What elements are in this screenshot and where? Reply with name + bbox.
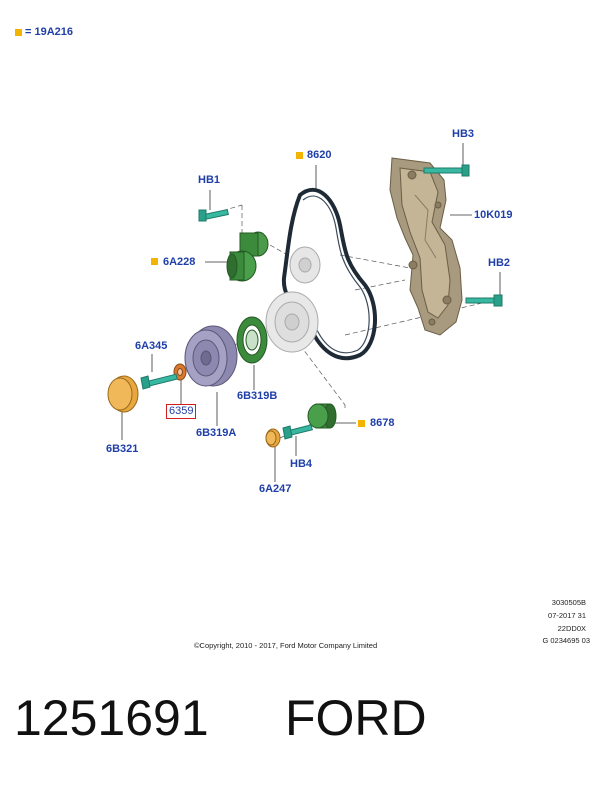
legend-equals: = bbox=[25, 26, 32, 38]
marker-6a228 bbox=[151, 258, 158, 265]
reference-line-4: G 0234695 03 bbox=[542, 636, 590, 645]
crank-pulley-ghost bbox=[265, 291, 319, 353]
label-8678: 8678 bbox=[370, 417, 395, 429]
label-6a247: 6A247 bbox=[259, 483, 292, 495]
bolt-hb3 bbox=[423, 164, 470, 177]
part-number: 1251691 bbox=[14, 690, 209, 746]
brand-name: FORD bbox=[285, 690, 427, 746]
reference-line-3: 22DD0X bbox=[557, 624, 586, 633]
bolt-hb4 bbox=[282, 424, 313, 440]
label-6a228: 6A228 bbox=[163, 256, 196, 268]
drive-belt bbox=[281, 187, 377, 361]
label-hb3: HB3 bbox=[452, 128, 475, 140]
bolt-hb2 bbox=[465, 294, 503, 307]
idler-pulley-ghost bbox=[289, 246, 321, 284]
label-10k019: 10K019 bbox=[474, 209, 513, 221]
legend-text: = 19A216 bbox=[25, 26, 73, 39]
legend-marker bbox=[15, 29, 22, 36]
label-8620: 8620 bbox=[307, 149, 332, 161]
damper-6b319a bbox=[184, 325, 238, 387]
tensioner-6a228 bbox=[226, 231, 269, 282]
cap-6a247 bbox=[265, 428, 281, 448]
label-6a345: 6A345 bbox=[135, 340, 168, 352]
label-6b319b: 6B319B bbox=[237, 390, 278, 402]
copyright-notice: ©Copyright, 2010 - 2017, Ford Motor Comp… bbox=[194, 641, 378, 650]
legend-code: 19A216 bbox=[34, 26, 74, 38]
marker-8678 bbox=[358, 420, 365, 427]
bolt-6a345 bbox=[140, 373, 178, 390]
leader-lines bbox=[121, 143, 501, 482]
reference-line-1: 3030505B bbox=[551, 598, 586, 607]
cover-6b321 bbox=[107, 375, 139, 413]
label-6b321: 6B321 bbox=[106, 443, 139, 455]
marker-8620 bbox=[296, 152, 303, 159]
label-6359: 6359 bbox=[166, 404, 197, 419]
label-hb2: HB2 bbox=[488, 257, 511, 269]
reference-line-2: 07-2017 31 bbox=[548, 611, 586, 620]
label-hb4: HB4 bbox=[290, 458, 313, 470]
label-hb1: HB1 bbox=[198, 174, 221, 186]
damper-ring-6b319b bbox=[236, 316, 268, 364]
bolt-hb1 bbox=[198, 208, 229, 222]
idler-8678 bbox=[307, 403, 337, 429]
water-pump-housing bbox=[389, 157, 463, 336]
label-6b319a: 6B319A bbox=[196, 427, 237, 439]
